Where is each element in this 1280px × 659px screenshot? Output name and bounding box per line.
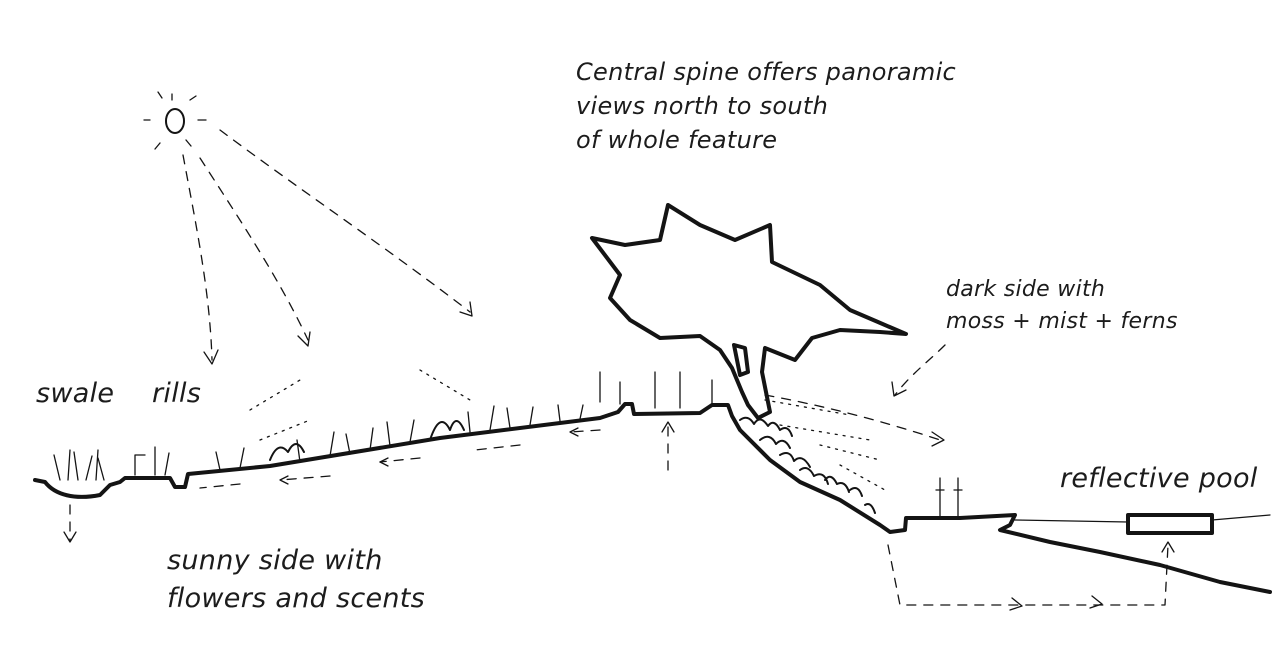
swale-label: swale (36, 378, 115, 409)
ground-profile (33, 402, 1272, 594)
fern-cluster (739, 399, 886, 514)
runoff-arrows (63, 427, 601, 543)
sun-ray-arrows (182, 129, 473, 365)
tree-trunk (732, 343, 750, 377)
pool-visitors (935, 477, 963, 517)
dark-side-note: dark side with moss + mist + ferns (946, 277, 1178, 334)
spine-note: Central spine offers panoramic views nor… (576, 58, 957, 154)
rills-label: rills (152, 378, 202, 409)
spine-viewers (599, 371, 713, 471)
tree-canopy (590, 203, 908, 420)
subsurface-flow (887, 541, 1175, 611)
reflective-pool (1126, 513, 1214, 535)
reflective-pool-label: reflective pool (1060, 463, 1258, 494)
sunny-vegetation (53, 369, 584, 481)
sun-icon (143, 91, 207, 150)
dark-side-arrows (764, 344, 946, 447)
pool-water-line (1014, 514, 1271, 523)
sunny-side-note: sunny side with flowers and scents (167, 545, 426, 614)
